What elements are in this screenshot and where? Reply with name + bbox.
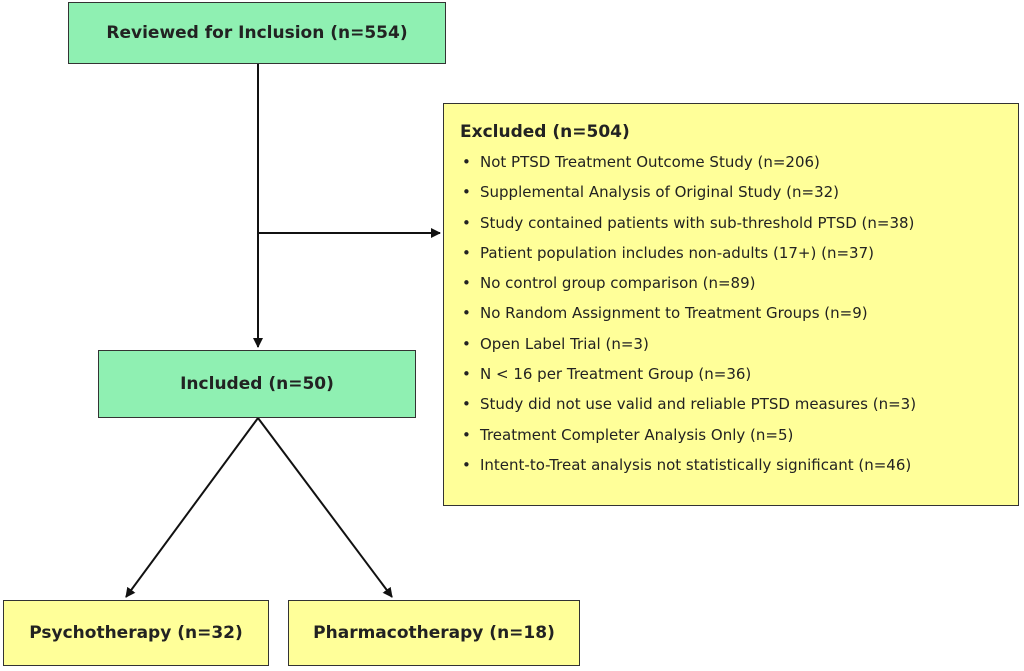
arrow-included-to-psychotherapy	[125, 417, 259, 598]
excluded-title: Excluded (n=504)	[460, 122, 630, 142]
reviewed-label: Reviewed for Inclusion (n=554)	[106, 23, 408, 43]
excluded-item: Supplemental Analysis of Original Study …	[460, 177, 1008, 208]
psychotherapy-label: Psychotherapy (n=32)	[29, 623, 243, 643]
excluded-item: Not PTSD Treatment Outcome Study (n=206)	[460, 147, 1008, 178]
excluded-item: Open Label Trial (n=3)	[460, 329, 1008, 360]
pharmacotherapy-box: Pharmacotherapy (n=18)	[288, 600, 580, 666]
excluded-item: Intent-to-Treat analysis not statistical…	[460, 450, 1008, 481]
reviewed-box: Reviewed for Inclusion (n=554)	[68, 2, 446, 64]
psychotherapy-box: Psychotherapy (n=32)	[3, 600, 269, 666]
pharmacotherapy-label: Pharmacotherapy (n=18)	[313, 623, 555, 643]
included-label: Included (n=50)	[180, 374, 334, 394]
excluded-box: Excluded (n=504) Not PTSD Treatment Outc…	[443, 103, 1019, 506]
excluded-item: Study did not use valid and reliable PTS…	[460, 389, 1008, 420]
excluded-item: Treatment Completer Analysis Only (n=5)	[460, 420, 1008, 451]
included-box: Included (n=50)	[98, 350, 416, 418]
excluded-item: No Random Assignment to Treatment Groups…	[460, 298, 1008, 329]
excluded-item: N < 16 per Treatment Group (n=36)	[460, 359, 1008, 390]
excluded-item: Patient population includes non-adults (…	[460, 238, 1008, 269]
arrow-included-to-pharmacotherapy	[257, 417, 393, 598]
excluded-list: Not PTSD Treatment Outcome Study (n=206)…	[460, 147, 1008, 481]
excluded-item: No control group comparison (n=89)	[460, 268, 1008, 299]
excluded-item: Study contained patients with sub-thresh…	[460, 208, 1008, 239]
